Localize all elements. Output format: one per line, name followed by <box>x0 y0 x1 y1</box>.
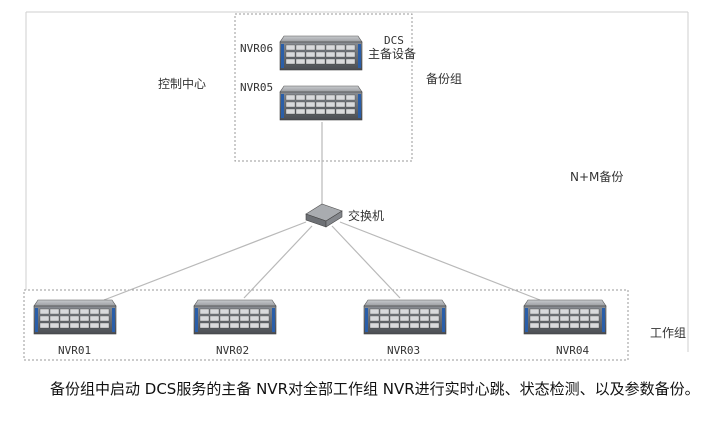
nvr05-device <box>279 85 363 121</box>
switch-label: 交换机 <box>348 209 385 223</box>
switch-icon <box>305 203 343 228</box>
figure-caption: 备份组中启动 DCS服务的主备 NVR对全部工作组 NVR进行实时心跳、状态检测… <box>50 380 700 398</box>
work-group-box <box>23 289 629 361</box>
line-switch-nvr03 <box>331 225 401 299</box>
line-switch-nvr02 <box>243 225 313 299</box>
connection-lines <box>103 122 541 301</box>
nvr03-label: NVR03 <box>387 344 421 357</box>
nvr01-device <box>33 299 117 335</box>
nvr06-device <box>279 35 363 71</box>
nvr01-label: NVR01 <box>58 344 92 357</box>
nvr02-device <box>193 299 277 335</box>
backup-group-box <box>234 13 413 162</box>
dcs-role-label: 主备设备 <box>368 47 417 61</box>
dcs-label: DCS <box>384 34 404 47</box>
nvr03-device <box>363 299 447 335</box>
redundancy-label: N+M备份 <box>570 170 624 184</box>
backup-group-label: 备份组 <box>426 72 463 86</box>
control-center-label: 控制中心 <box>158 77 207 91</box>
work-group-label: 工作组 <box>650 326 687 340</box>
line-switch-nvr04 <box>339 221 541 301</box>
line-switch-nvr01 <box>103 221 307 301</box>
nvr02-label: NVR02 <box>216 344 250 357</box>
nvr06-label: NVR06 <box>240 42 274 55</box>
nvr04-label: NVR04 <box>556 344 590 357</box>
nvr04-device <box>523 299 607 335</box>
nvr05-label: NVR05 <box>240 81 274 94</box>
